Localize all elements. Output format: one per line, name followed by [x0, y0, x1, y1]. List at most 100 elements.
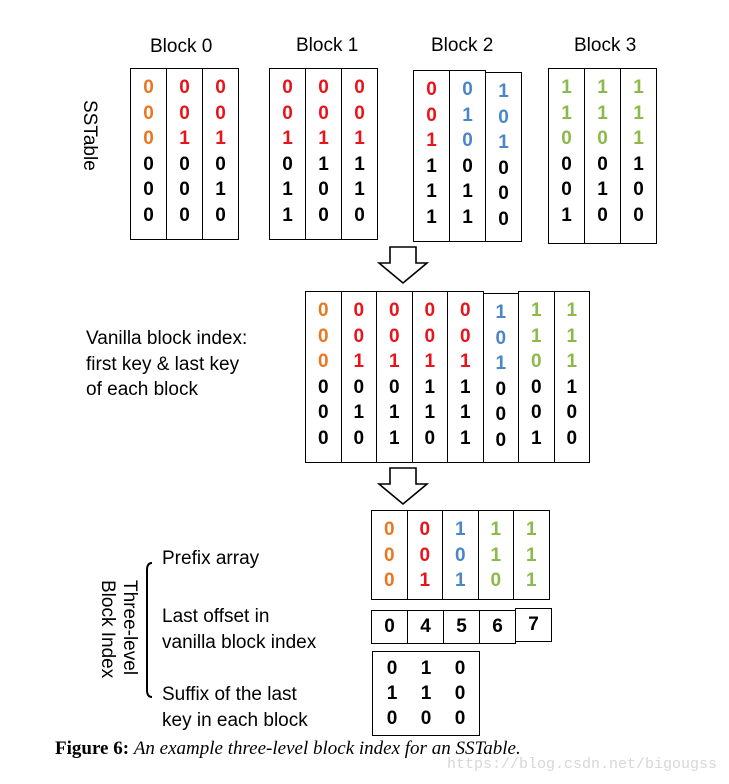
- down-arrow-icon: [376, 467, 430, 506]
- bit: 1: [597, 102, 608, 124]
- bit: 1: [566, 325, 578, 347]
- bit: 0: [424, 300, 436, 321]
- bit: 0: [354, 204, 365, 226]
- vanilla-label-line-1: Vanilla block index:: [86, 328, 248, 349]
- bit: 1: [419, 570, 431, 591]
- bit: 0: [388, 300, 400, 321]
- bit: 0: [282, 102, 293, 124]
- suffix-label-line-2: key in each block: [162, 709, 308, 731]
- bit: 0: [388, 325, 400, 347]
- bit: 0: [419, 519, 431, 540]
- bit: 1: [215, 179, 226, 200]
- bit: 0: [426, 79, 437, 100]
- bit: 0: [597, 204, 608, 226]
- bit: 1: [525, 519, 537, 540]
- block-0-column: 0 0 1 0 0 0: [166, 68, 203, 240]
- bit: 0: [143, 153, 154, 175]
- bit: 1: [633, 153, 644, 175]
- three-level-label: Three-level Block Index: [96, 580, 140, 678]
- bit: 0: [633, 204, 644, 226]
- suffix-bit: 1: [386, 683, 398, 704]
- bit: 1: [633, 77, 644, 98]
- bit: 1: [561, 102, 572, 124]
- bit: 0: [419, 544, 431, 566]
- bit: 0: [282, 77, 293, 98]
- bit: 0: [317, 300, 329, 321]
- bit: 0: [495, 327, 507, 349]
- bit: 0: [215, 102, 226, 124]
- bit: 0: [317, 427, 329, 449]
- vanilla-label-line-3: of each block: [86, 379, 198, 401]
- bit: 0: [561, 128, 572, 149]
- bit: 1: [424, 402, 436, 423]
- bit: 0: [318, 77, 329, 98]
- bit: 1: [498, 132, 509, 153]
- bit: 0: [495, 429, 507, 451]
- bit: 1: [459, 402, 471, 423]
- bit: 0: [530, 351, 542, 372]
- bit: 0: [459, 300, 471, 321]
- bit: 1: [388, 402, 400, 423]
- bit: 0: [317, 376, 329, 398]
- offset-cell: 5: [443, 610, 480, 644]
- bit: 0: [566, 402, 578, 423]
- bit: 1: [353, 402, 365, 423]
- bit: 1: [426, 181, 437, 202]
- bit: 1: [424, 351, 436, 372]
- bit: 1: [525, 570, 537, 591]
- bit: 0: [179, 102, 190, 124]
- bit: 0: [317, 402, 329, 423]
- bit: 1: [498, 81, 509, 102]
- suffix-label-line-1: Suffix of the last: [162, 684, 297, 705]
- bit: 0: [143, 179, 154, 200]
- watermark: https://blog.csdn.net/bigougss: [446, 756, 717, 773]
- bit: 0: [179, 179, 190, 200]
- bit: 0: [353, 427, 365, 449]
- bit: 0: [383, 519, 395, 540]
- bit: 0: [179, 204, 190, 226]
- bit: 0: [383, 570, 395, 591]
- bit: 0: [143, 128, 154, 149]
- bit: 0: [179, 77, 190, 98]
- bit: 1: [282, 204, 293, 226]
- bit: 0: [462, 130, 473, 151]
- suffix-bit: 0: [386, 658, 398, 679]
- bit: 1: [426, 155, 437, 177]
- bit: 0: [179, 153, 190, 175]
- offset-label-line-1: Last offset in: [162, 606, 270, 627]
- bit: 1: [179, 128, 190, 149]
- suffix-bit: 1: [420, 658, 432, 679]
- bit: 0: [353, 376, 365, 398]
- bit: 1: [282, 128, 293, 149]
- bit: 0: [530, 376, 542, 398]
- bit: 1: [462, 181, 473, 202]
- bit: 1: [462, 104, 473, 126]
- bit: 0: [215, 204, 226, 226]
- suffix-bit: 0: [420, 708, 432, 729]
- bit: 0: [566, 427, 578, 449]
- bit: 0: [498, 208, 509, 230]
- block-2-label: Block 2: [431, 35, 494, 56]
- bit: 1: [490, 519, 502, 540]
- bit: 1: [354, 179, 365, 200]
- bit: 1: [495, 353, 507, 374]
- bracket: [146, 562, 153, 698]
- bit: 1: [597, 77, 608, 98]
- bit: 0: [426, 104, 437, 126]
- block-0-label: Block 0: [150, 36, 213, 57]
- caption-text: An example three-level block index for a…: [133, 738, 521, 759]
- bit: 0: [215, 153, 226, 175]
- suffix-bit: 0: [386, 708, 398, 729]
- suffix-bit: 0: [454, 683, 466, 704]
- bit: 1: [354, 153, 365, 175]
